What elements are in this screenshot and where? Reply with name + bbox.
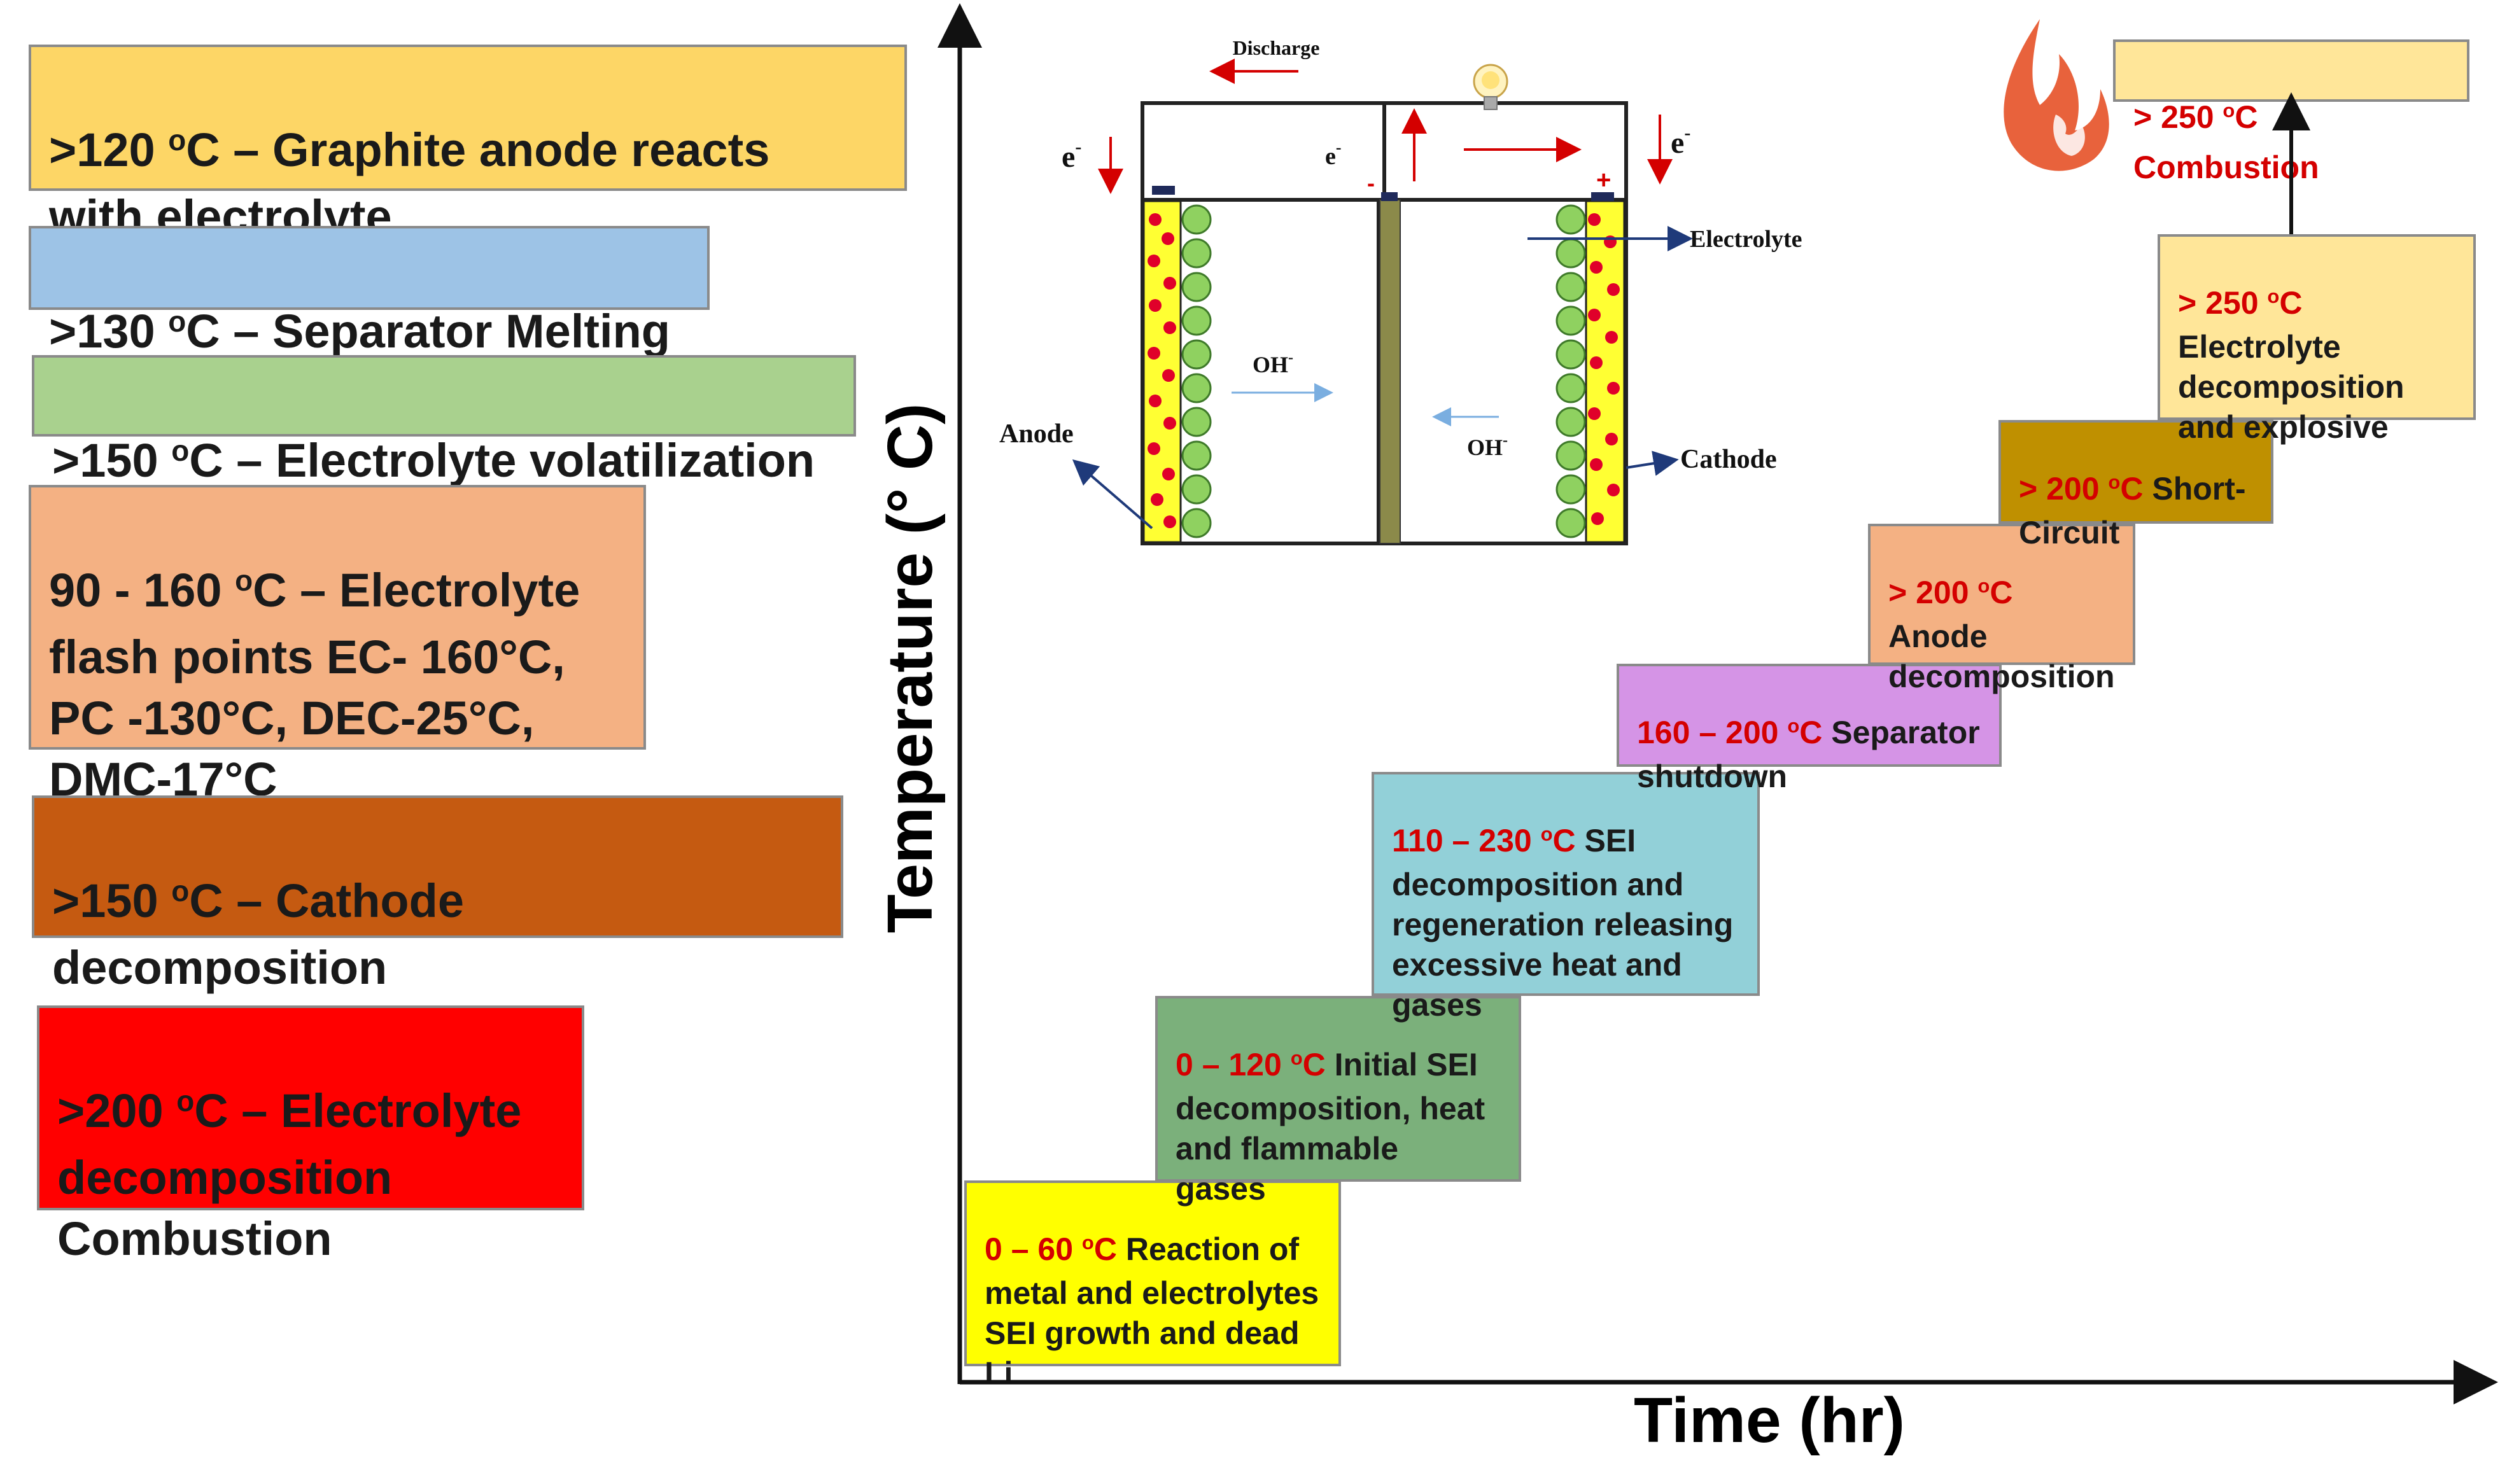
x-axis-label: Time (hr) xyxy=(1634,1385,1905,1456)
legend-text: C – Separator Melting xyxy=(186,305,670,358)
step-0-60: 0 – 60 oC Reaction of metal and electrol… xyxy=(964,1180,1341,1391)
degree-sign: o xyxy=(1977,574,1990,597)
step-desc: Electrolyte decomposition and explosive xyxy=(2178,329,2405,445)
hydroxide-label-left: OH- xyxy=(1253,349,1293,377)
step-range: 160 – 200 xyxy=(1637,715,1788,750)
anode-dots xyxy=(1148,213,1176,528)
cathode-layer xyxy=(1585,200,1626,543)
legend-electrolyte-combustion: >200 oC – Electrolyte decomposition Comb… xyxy=(37,1005,584,1265)
legend-temp: >130 xyxy=(49,305,169,358)
step-desc: Reaction of metal and electrolytes SEI g… xyxy=(985,1231,1319,1391)
electron-label-left: e- xyxy=(1062,136,1081,174)
legend-cathode-decomposition: >150 oC – Cathode decomposition xyxy=(32,795,843,994)
step-range: > 200 xyxy=(2019,471,2109,507)
degree-sign: o xyxy=(235,563,253,597)
step-electrolyte-explosive: > 250 oC Electrolyte decomposition and e… xyxy=(2158,234,2476,442)
anode-pointer xyxy=(1072,459,1153,529)
step-unit: C xyxy=(2279,285,2303,321)
middle-terminal xyxy=(1381,192,1398,201)
degree-sign: o xyxy=(171,433,190,467)
electron-label-right: e- xyxy=(1671,122,1690,160)
discharge-label: Discharge xyxy=(1233,36,1320,59)
minus-label: - xyxy=(1367,170,1375,196)
legend-temp: 90 - 160 xyxy=(49,564,235,617)
degree-sign: o xyxy=(168,123,186,157)
step-range: 110 – 230 xyxy=(1392,823,1541,858)
degree-sign: o xyxy=(1787,714,1800,737)
step-160-200: 160 – 200 oC Separator shutdown xyxy=(1617,664,2002,794)
legend-text: C – Electrolyte decomposition Combustion xyxy=(57,1084,522,1265)
cathode-terminal xyxy=(1591,192,1614,201)
step-range: > 200 xyxy=(1888,575,1978,610)
step-anode-decomposition: > 200 oC Anode decomposition xyxy=(1868,524,2135,694)
degree-sign: o xyxy=(1290,1046,1303,1069)
legend-temp: >150 xyxy=(52,434,172,487)
degree-sign: o xyxy=(168,304,186,338)
cathode-label: Cathode xyxy=(1680,445,1777,474)
degree-sign: o xyxy=(2108,470,2121,493)
anode-label: Anode xyxy=(999,419,1074,449)
step-combustion: > 250 oC Combustion xyxy=(2113,39,2469,185)
step-unit: C xyxy=(1799,715,1823,750)
legend-separator-melting: >130 oC – Separator Melting xyxy=(29,226,710,358)
degree-sign: o xyxy=(2223,99,2235,122)
legend-graphite-anode: >120 oC – Graphite anode reacts with ele… xyxy=(29,45,907,243)
step-range: > 250 xyxy=(2133,99,2223,135)
step-unit: C xyxy=(1990,575,2013,610)
step-unit: C xyxy=(1552,823,1576,858)
hydroxide-label-right: OH- xyxy=(1467,432,1508,460)
step-unit: C xyxy=(2120,471,2144,507)
anode-layer xyxy=(1142,200,1182,543)
cathode-pointer xyxy=(1626,451,1679,476)
legend-temp: >200 xyxy=(57,1084,177,1137)
separator xyxy=(1379,199,1401,544)
cathode-particles xyxy=(1555,204,1586,538)
step-range: 0 – 120 xyxy=(1176,1047,1291,1082)
degree-sign: o xyxy=(1081,1231,1094,1254)
battery-schematic: Discharge e- e- e- - + Electrolyte Anode… xyxy=(999,36,1802,545)
electrolyte-label: Electrolyte xyxy=(1690,226,1802,253)
step-unit: C xyxy=(1302,1047,1326,1082)
anode-particles xyxy=(1181,204,1212,538)
degree-sign: o xyxy=(171,874,190,907)
step-0-120: 0 – 120 oC Initial SEI decomposition, he… xyxy=(1155,996,1521,1207)
legend-text: C – Electrolyte volatilization xyxy=(189,434,815,487)
light-bulb-icon xyxy=(1473,64,1508,110)
step-desc: SEI decomposition and regeneration relea… xyxy=(1392,823,1734,1023)
step-unit: C xyxy=(1093,1231,1117,1267)
step-desc: Short- Circuit xyxy=(2019,471,2246,550)
degree-sign: o xyxy=(2267,284,2280,307)
step-range: 0 – 60 xyxy=(985,1231,1082,1267)
flame-icon xyxy=(2004,19,2109,171)
legend-temp: >120 xyxy=(49,123,169,176)
degree-sign: o xyxy=(1540,822,1553,845)
step-range: > 250 xyxy=(2178,285,2268,321)
plus-label: + xyxy=(1596,166,1611,194)
legend-text: C – Cathode decomposition xyxy=(52,874,464,994)
anode-terminal xyxy=(1152,186,1175,195)
legend-electrolyte-volatilization: >150 oC – Electrolyte volatilization xyxy=(32,355,856,487)
electron-label-middle: e- xyxy=(1325,138,1342,170)
step-desc: Combustion xyxy=(2133,150,2319,185)
step-unit: C xyxy=(2235,99,2258,135)
degree-sign: o xyxy=(176,1084,195,1117)
legend-temp: >150 xyxy=(52,874,172,927)
step-110-230: 110 – 230 oC SEI decomposition and regen… xyxy=(1372,772,1760,1023)
step-desc: Anode decomposition xyxy=(1888,619,2115,694)
step-desc: Separator shutdown xyxy=(1637,715,1980,794)
step-short-circuit: > 200 oC Short- Circuit xyxy=(1998,420,2273,550)
cathode-dots xyxy=(1588,213,1620,525)
step-desc: Initial SEI decomposition, heat and flam… xyxy=(1176,1047,1485,1207)
